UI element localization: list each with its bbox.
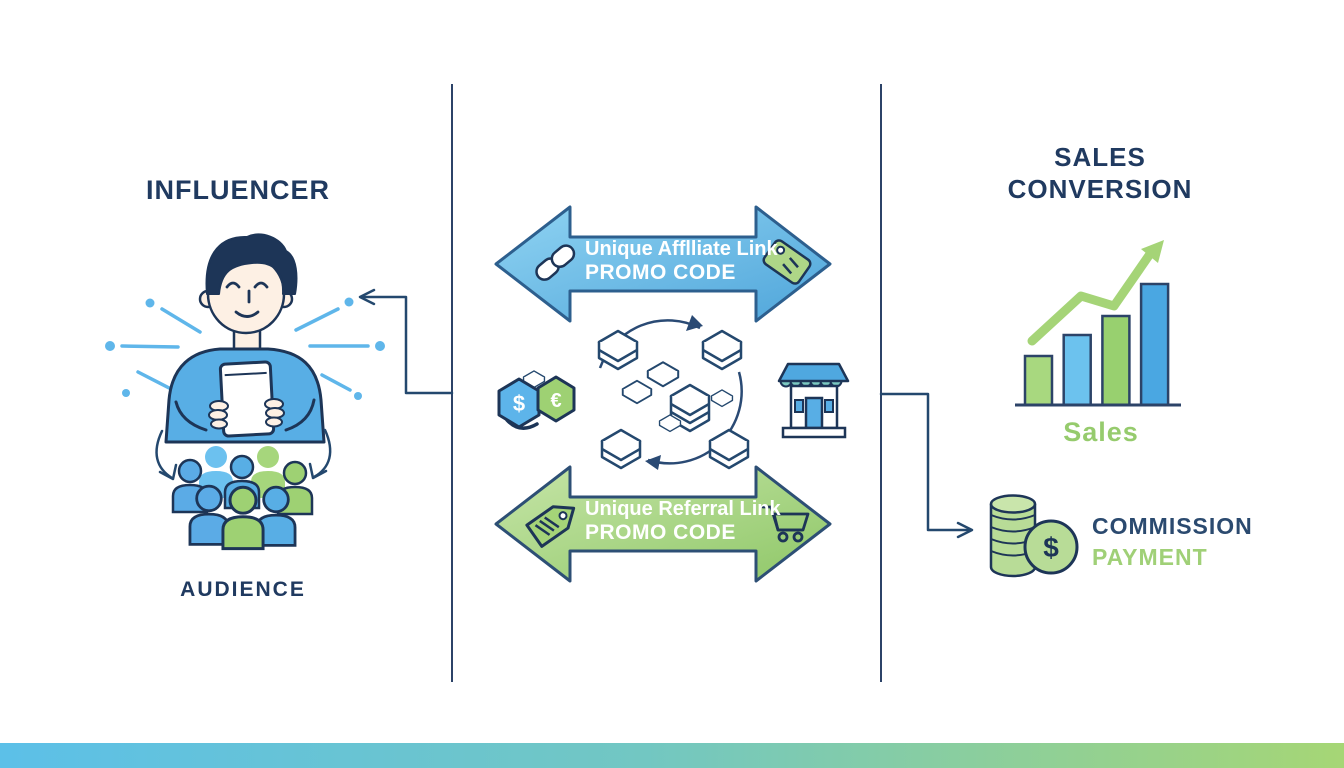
currency-exchange-icon: $ € [497, 370, 576, 430]
dollar-symbol: $ [513, 391, 525, 416]
coin-dollar-symbol: $ [1043, 532, 1059, 563]
sales-conversion-title: SALES CONVERSION [985, 141, 1215, 205]
audience-label: AUDIENCE [180, 578, 306, 601]
sales-conversion-title-line2: CONVERSION [1007, 174, 1193, 204]
growth-arrowhead [1141, 240, 1164, 263]
broadcast-rays-icon [120, 307, 370, 392]
hands [208, 398, 285, 430]
price-tag-icon [762, 239, 812, 285]
euro-hexagon [536, 375, 576, 423]
store-icon [777, 362, 850, 439]
sales-bar [1139, 282, 1170, 407]
influencer-title: INFLUENCER [146, 175, 330, 205]
sales-chart-label: Sales [1063, 417, 1139, 447]
euro-symbol: € [550, 390, 561, 412]
chain-link-icon [535, 244, 576, 281]
sales-chart-illustration [1015, 240, 1181, 407]
tablet-icon [218, 360, 276, 438]
audience-illustration [171, 446, 314, 551]
affiliate-arrow-line2: PROMO CODE [585, 261, 736, 284]
referral-arrow-text: Unique Referral Link PROMO CODE [585, 498, 835, 544]
commission-coins-icon: $ [989, 494, 1079, 578]
sales-conversion-title-line1: SALES [1054, 142, 1146, 172]
affiliate-arrow-line1: Unique Afflliate Link [585, 238, 778, 260]
commission-label-line1: COMMISSION [1092, 513, 1253, 539]
product-cycle [597, 315, 750, 470]
commission-label-line2: PAYMENT [1092, 544, 1208, 570]
influencer-illustration [105, 233, 385, 444]
commission-payment-label: COMMISSION PAYMENT [1092, 511, 1253, 573]
broadcast-dots-icon [105, 297, 385, 400]
footer-gradient-bar [0, 743, 1344, 768]
cycle-arrowhead-top [686, 315, 703, 331]
affiliate-arrow-text: Unique Afflliate Link PROMO CODE [585, 238, 835, 284]
connector-arrow-to-commission [879, 392, 974, 539]
connector-arrow-to-influencer [358, 288, 454, 395]
shopping-cart-icon [761, 505, 810, 543]
referral-link-arrow [494, 465, 832, 583]
growth-trend-arrow [1027, 249, 1155, 346]
hair [205, 233, 298, 295]
sales-bar [1062, 333, 1092, 407]
package-boxes-icon [597, 329, 750, 470]
cycle-arrowhead-bottom [645, 455, 661, 470]
dollar-coin-icon [1023, 519, 1079, 575]
sales-bar [1023, 354, 1054, 407]
sales-bar [1101, 314, 1131, 407]
referral-arrow-line2: PROMO CODE [585, 521, 736, 544]
audience-flow-arrows [155, 428, 332, 481]
arm-left [174, 400, 208, 432]
referral-arrow-line1: Unique Referral Link [585, 498, 781, 520]
face-features [225, 281, 269, 318]
affiliate-link-arrow [494, 205, 832, 323]
arm-right [284, 398, 316, 432]
referral-tag-icon [525, 505, 576, 548]
